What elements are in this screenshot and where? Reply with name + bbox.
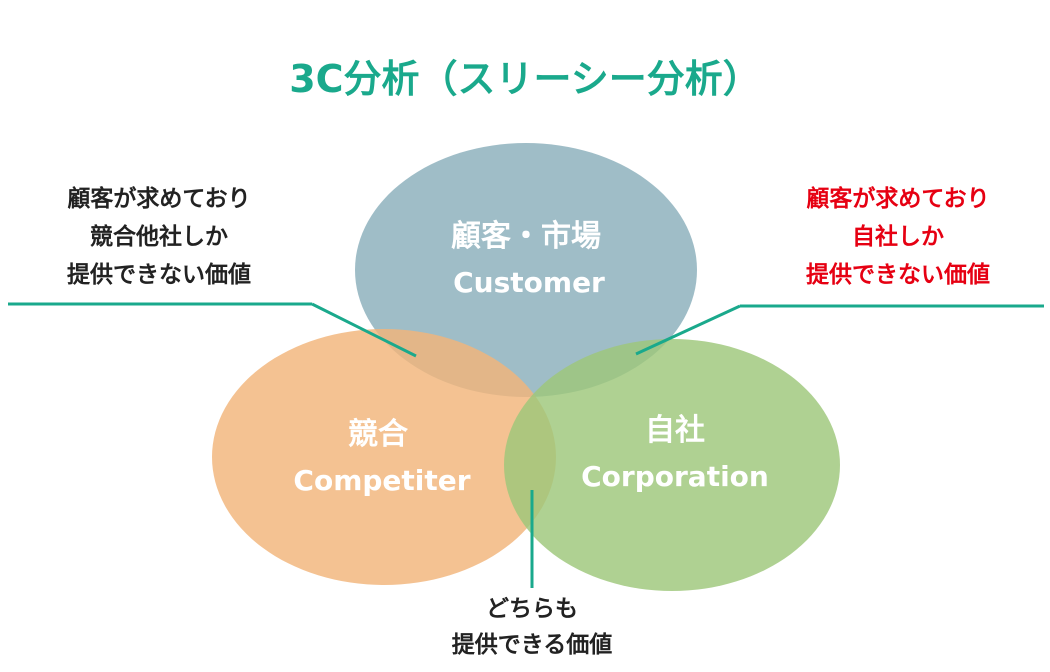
corporation-subtitle: Corporation [581, 460, 769, 493]
corporation-title: 自社 [645, 413, 705, 448]
competitor-subtitle: Competiter [293, 464, 470, 497]
left-note-line: 競合他社しか [90, 223, 228, 250]
left-note: 顧客が求めており 競合他社しか 提供できない価値 [67, 185, 251, 288]
right-note-line: 自社しか [852, 223, 944, 250]
right-connector [635, 304, 1044, 356]
right-note-line: 提供できない価値 [806, 261, 990, 288]
customer-subtitle: Customer [453, 266, 605, 299]
right-note-line: 顧客が求めており [806, 185, 989, 212]
customer-title: 顧客・市場 [451, 219, 601, 254]
competitor-title: 競合 [348, 417, 408, 452]
customer-circle [355, 143, 697, 397]
bottom-note: どちらも 提供できる価値 [452, 596, 613, 658]
left-note-line: 顧客が求めており [67, 185, 250, 212]
right-note: 顧客が求めており 自社しか 提供できない価値 [806, 185, 990, 288]
left-note-line: 提供できない価値 [67, 261, 251, 288]
bottom-note-line: どちらも [486, 596, 578, 622]
bottom-note-line: 提供できる価値 [452, 631, 613, 658]
left-connector [8, 302, 417, 358]
competitor-circle [212, 329, 556, 585]
page-title: 3C分析（スリーシー分析） [289, 57, 761, 101]
corporation-circle [504, 339, 840, 591]
